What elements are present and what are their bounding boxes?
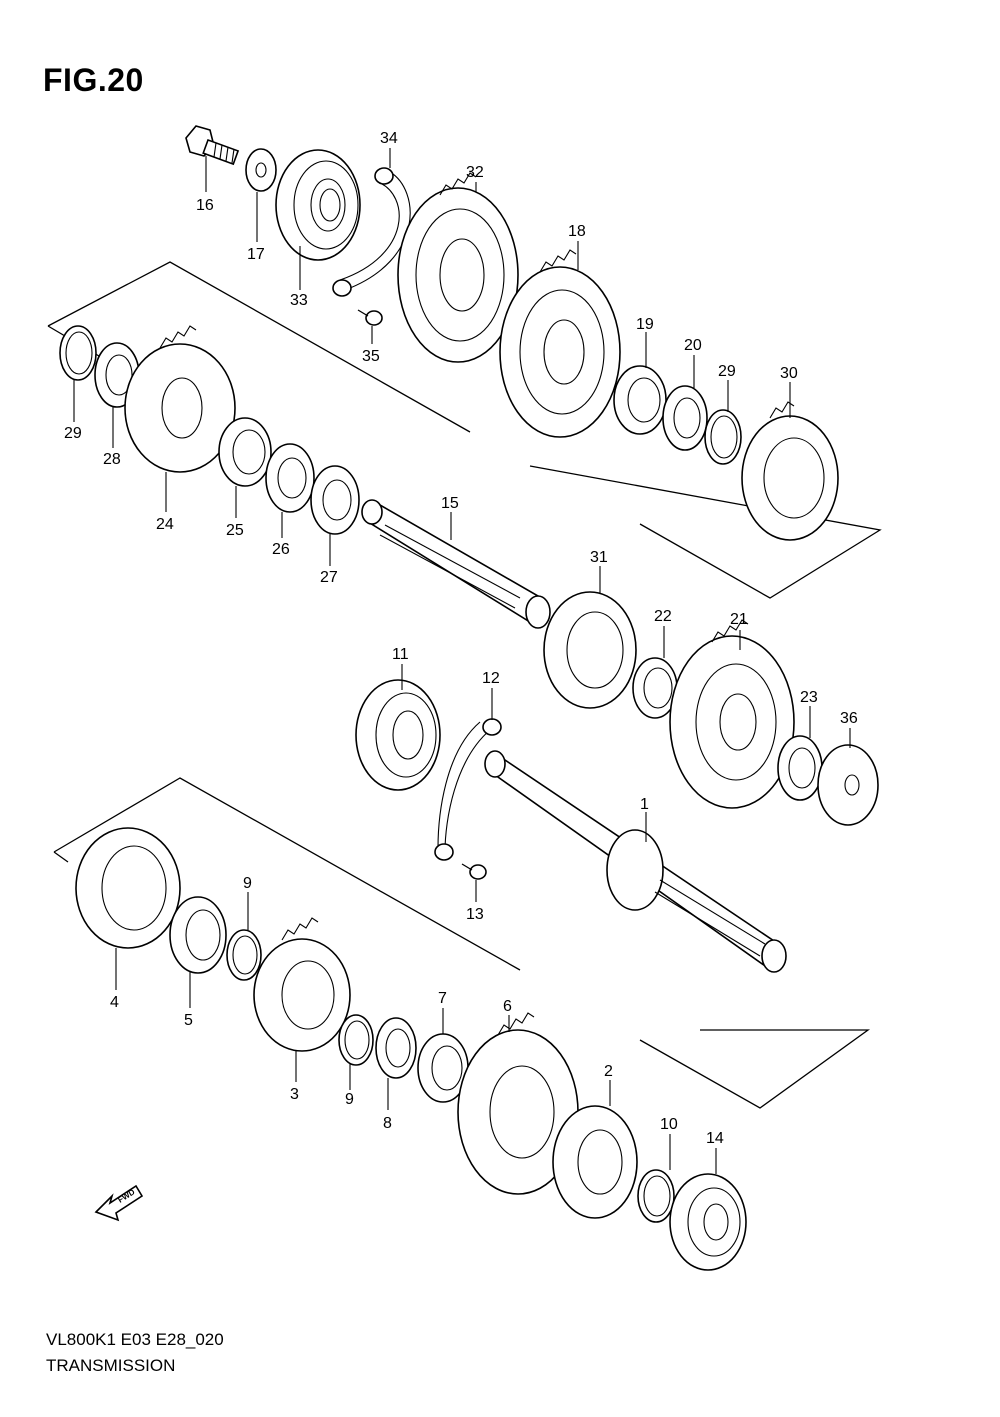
figure-title: FIG.20	[43, 62, 144, 98]
part-10-circlip	[637, 1169, 675, 1223]
callout-11: 11	[392, 646, 409, 663]
callout-22: 22	[654, 608, 672, 625]
leader-lines	[73, 148, 851, 1174]
callout-18: 18	[568, 223, 586, 240]
part-25-bushing	[218, 417, 272, 487]
part-18-gear	[499, 249, 621, 438]
callout-23: 23	[800, 689, 818, 706]
callout-2: 2	[604, 1063, 613, 1080]
callout-19: 19	[636, 316, 654, 333]
part-6-gear	[457, 1012, 579, 1195]
callout-6: 6	[503, 998, 512, 1015]
part-8-washer	[375, 1017, 417, 1079]
part-13-screw	[461, 863, 487, 880]
callout-12: 12	[482, 670, 500, 687]
part-31-gear	[543, 591, 637, 709]
callout-25: 25	[226, 522, 244, 539]
callout-1: 1	[640, 796, 649, 813]
callout-20: 20	[684, 337, 702, 354]
callout-9-lower: 9	[345, 1091, 354, 1108]
callout-24: 24	[156, 516, 174, 533]
part-9-circlip-lower	[338, 1014, 374, 1066]
callout-32: 32	[466, 164, 484, 181]
callout-36: 36	[840, 710, 858, 727]
part-26-washer	[265, 443, 315, 513]
part-19-bushing	[613, 365, 667, 435]
callout-14: 14	[706, 1130, 724, 1147]
callout-7: 7	[438, 990, 447, 1007]
part-24-gear	[124, 325, 236, 473]
callout-8: 8	[383, 1115, 392, 1132]
callout-13: 13	[466, 906, 484, 923]
lower-assembly-box	[53, 777, 871, 1109]
callout-29-right: 29	[718, 363, 736, 380]
part-15-shaft	[361, 499, 551, 629]
callout-30: 30	[780, 365, 798, 382]
callout-5: 5	[184, 1012, 193, 1029]
part-23-washer	[777, 735, 823, 801]
part-35-screw	[357, 309, 383, 326]
callout-21: 21	[730, 611, 748, 628]
part-36-bearing	[817, 744, 879, 826]
part-29-circlip-right	[704, 409, 742, 465]
part-27-washer	[310, 465, 360, 535]
part-17-washer	[245, 148, 277, 192]
callout-4: 4	[110, 994, 119, 1011]
part-5-bushing	[169, 896, 227, 974]
callout-17: 17	[247, 246, 265, 263]
part-14-bearing	[669, 1173, 747, 1271]
callout-9-upper: 9	[243, 875, 252, 892]
callout-10: 10	[660, 1116, 678, 1133]
callout-labels: 16 17 33 34 35 32 18 19 20 29 30 29 28 2…	[64, 130, 858, 1147]
part-7-bushing	[417, 1033, 469, 1103]
callout-26: 26	[272, 541, 290, 558]
diagram-name: TRANSMISSION	[46, 1356, 176, 1375]
part-11-bearing	[355, 679, 441, 791]
callout-33: 33	[290, 292, 308, 309]
part-9-circlip-upper	[226, 929, 262, 981]
callout-3: 3	[290, 1086, 299, 1103]
part-4-gear	[75, 827, 181, 949]
part-29-circlip-left	[59, 325, 97, 381]
callout-29-left: 29	[64, 425, 82, 442]
callout-34: 34	[380, 130, 398, 147]
part-33-bearing	[275, 149, 361, 261]
part-1-shaft	[484, 750, 787, 973]
callout-35: 35	[362, 348, 380, 365]
part-34-retainer	[332, 167, 411, 297]
diagram-code: VL800K1 E03 E28_020	[46, 1330, 224, 1349]
part-30-gear	[741, 401, 839, 541]
part-3-gear	[253, 917, 351, 1052]
part-16-bolt	[185, 125, 240, 166]
callout-16: 16	[196, 197, 214, 214]
part-20-washer	[662, 385, 708, 451]
part-12-retainer	[434, 718, 502, 861]
callout-15: 15	[441, 495, 459, 512]
callout-27: 27	[320, 569, 338, 586]
part-32-gear	[397, 172, 519, 363]
part-2-gear	[552, 1105, 638, 1219]
part-21-gear	[669, 619, 795, 809]
callout-28: 28	[103, 451, 121, 468]
callout-31: 31	[590, 549, 608, 566]
fwd-arrow-icon: FWD	[94, 1184, 144, 1222]
